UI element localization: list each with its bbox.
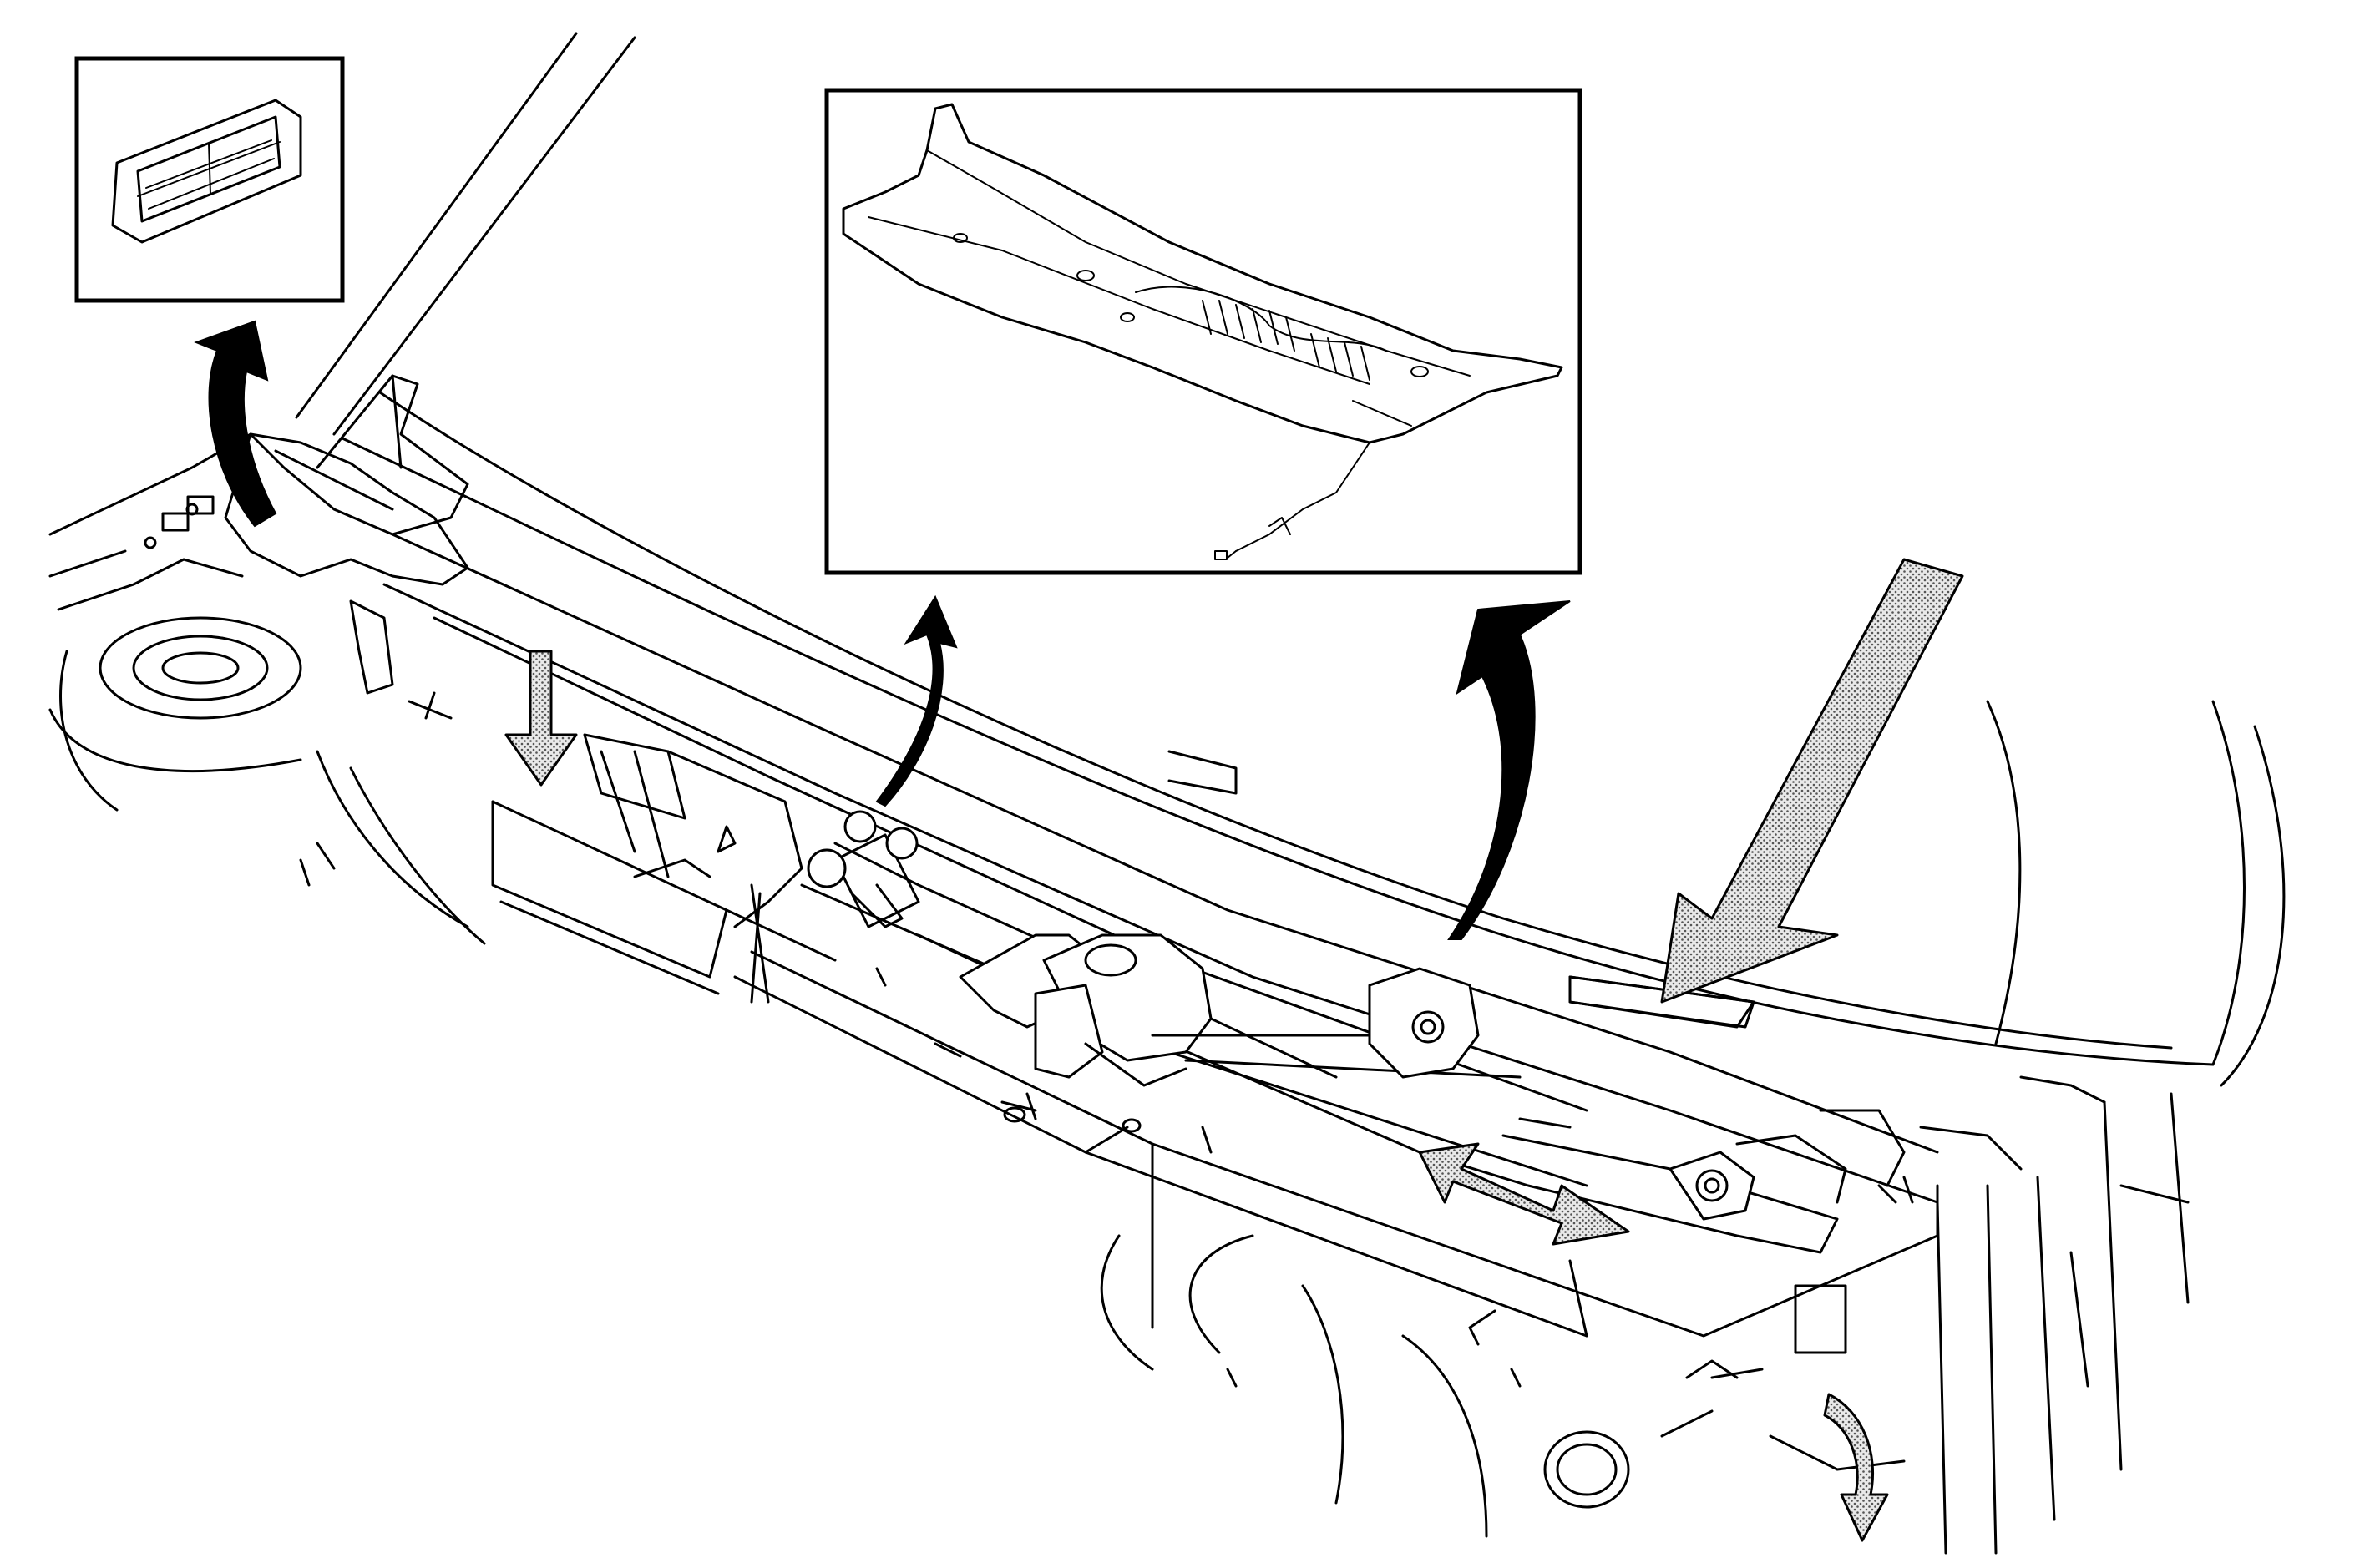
arrow-diagonal-icon xyxy=(1660,558,1964,1004)
left-fender xyxy=(48,432,486,945)
curved-arrow-down-icon xyxy=(1823,1393,1889,1542)
cowl-plenum xyxy=(382,533,2190,1555)
curved-arrow-up-icon xyxy=(875,594,958,807)
cowl-panel-icon xyxy=(842,103,1563,560)
curved-arrow-up-icon xyxy=(1447,600,1571,940)
water-deflector xyxy=(408,691,803,1004)
studs xyxy=(875,967,1914,1438)
wiper-linkage xyxy=(800,750,1914,1438)
windshield xyxy=(295,32,2286,1087)
grille-clip-icon xyxy=(111,99,302,244)
inset-grille-clip xyxy=(74,56,345,303)
inset-cowl-panel xyxy=(824,88,1582,575)
curved-arrow-up-icon xyxy=(194,320,277,528)
arrow-down-icon xyxy=(504,650,578,787)
clip-mount xyxy=(316,374,469,536)
cowl-vent-grille xyxy=(1568,700,2190,1388)
double-arrow-icon xyxy=(1418,1142,1630,1246)
